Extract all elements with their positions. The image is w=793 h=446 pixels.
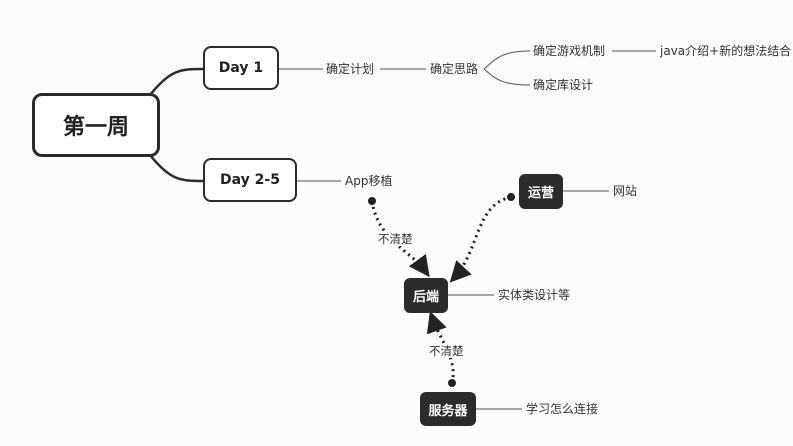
topic-java-intro[interactable]: java介绍+新的想法结合: [660, 44, 792, 58]
node-operations[interactable]: 运营: [519, 174, 563, 209]
idea-mechanics-line: [483, 50, 531, 70]
root-day25-branch: [149, 154, 204, 183]
branch-day1[interactable]: Day 1: [203, 46, 279, 90]
topic-app-port[interactable]: App移植: [345, 174, 393, 188]
node-server[interactable]: 服务器: [420, 392, 476, 426]
node-backend[interactable]: 后端: [404, 278, 448, 313]
topic-game-mechanics[interactable]: 确定游戏机制: [533, 44, 606, 58]
server-backend-relation: [426, 311, 455, 384]
relation-label-server-backend[interactable]: 不清楚: [428, 344, 465, 358]
relation-label-app-backend[interactable]: 不清楚: [377, 232, 414, 246]
topic-website[interactable]: 网站: [613, 184, 638, 198]
topic-idea[interactable]: 确定思路: [430, 62, 479, 76]
root-topic[interactable]: 第一周: [32, 93, 160, 157]
topic-entity-design[interactable]: 实体类设计等: [498, 288, 571, 302]
idea-database-line: [483, 68, 531, 86]
topic-learn-connect[interactable]: 学习怎么连接: [526, 402, 599, 416]
operations-backend-relation: [449, 195, 512, 283]
branch-day2-5[interactable]: Day 2-5: [203, 158, 297, 202]
topic-database-design[interactable]: 确定库设计: [533, 78, 594, 92]
root-day1-branch: [149, 67, 204, 96]
topic-plan[interactable]: 确定计划: [326, 62, 375, 76]
